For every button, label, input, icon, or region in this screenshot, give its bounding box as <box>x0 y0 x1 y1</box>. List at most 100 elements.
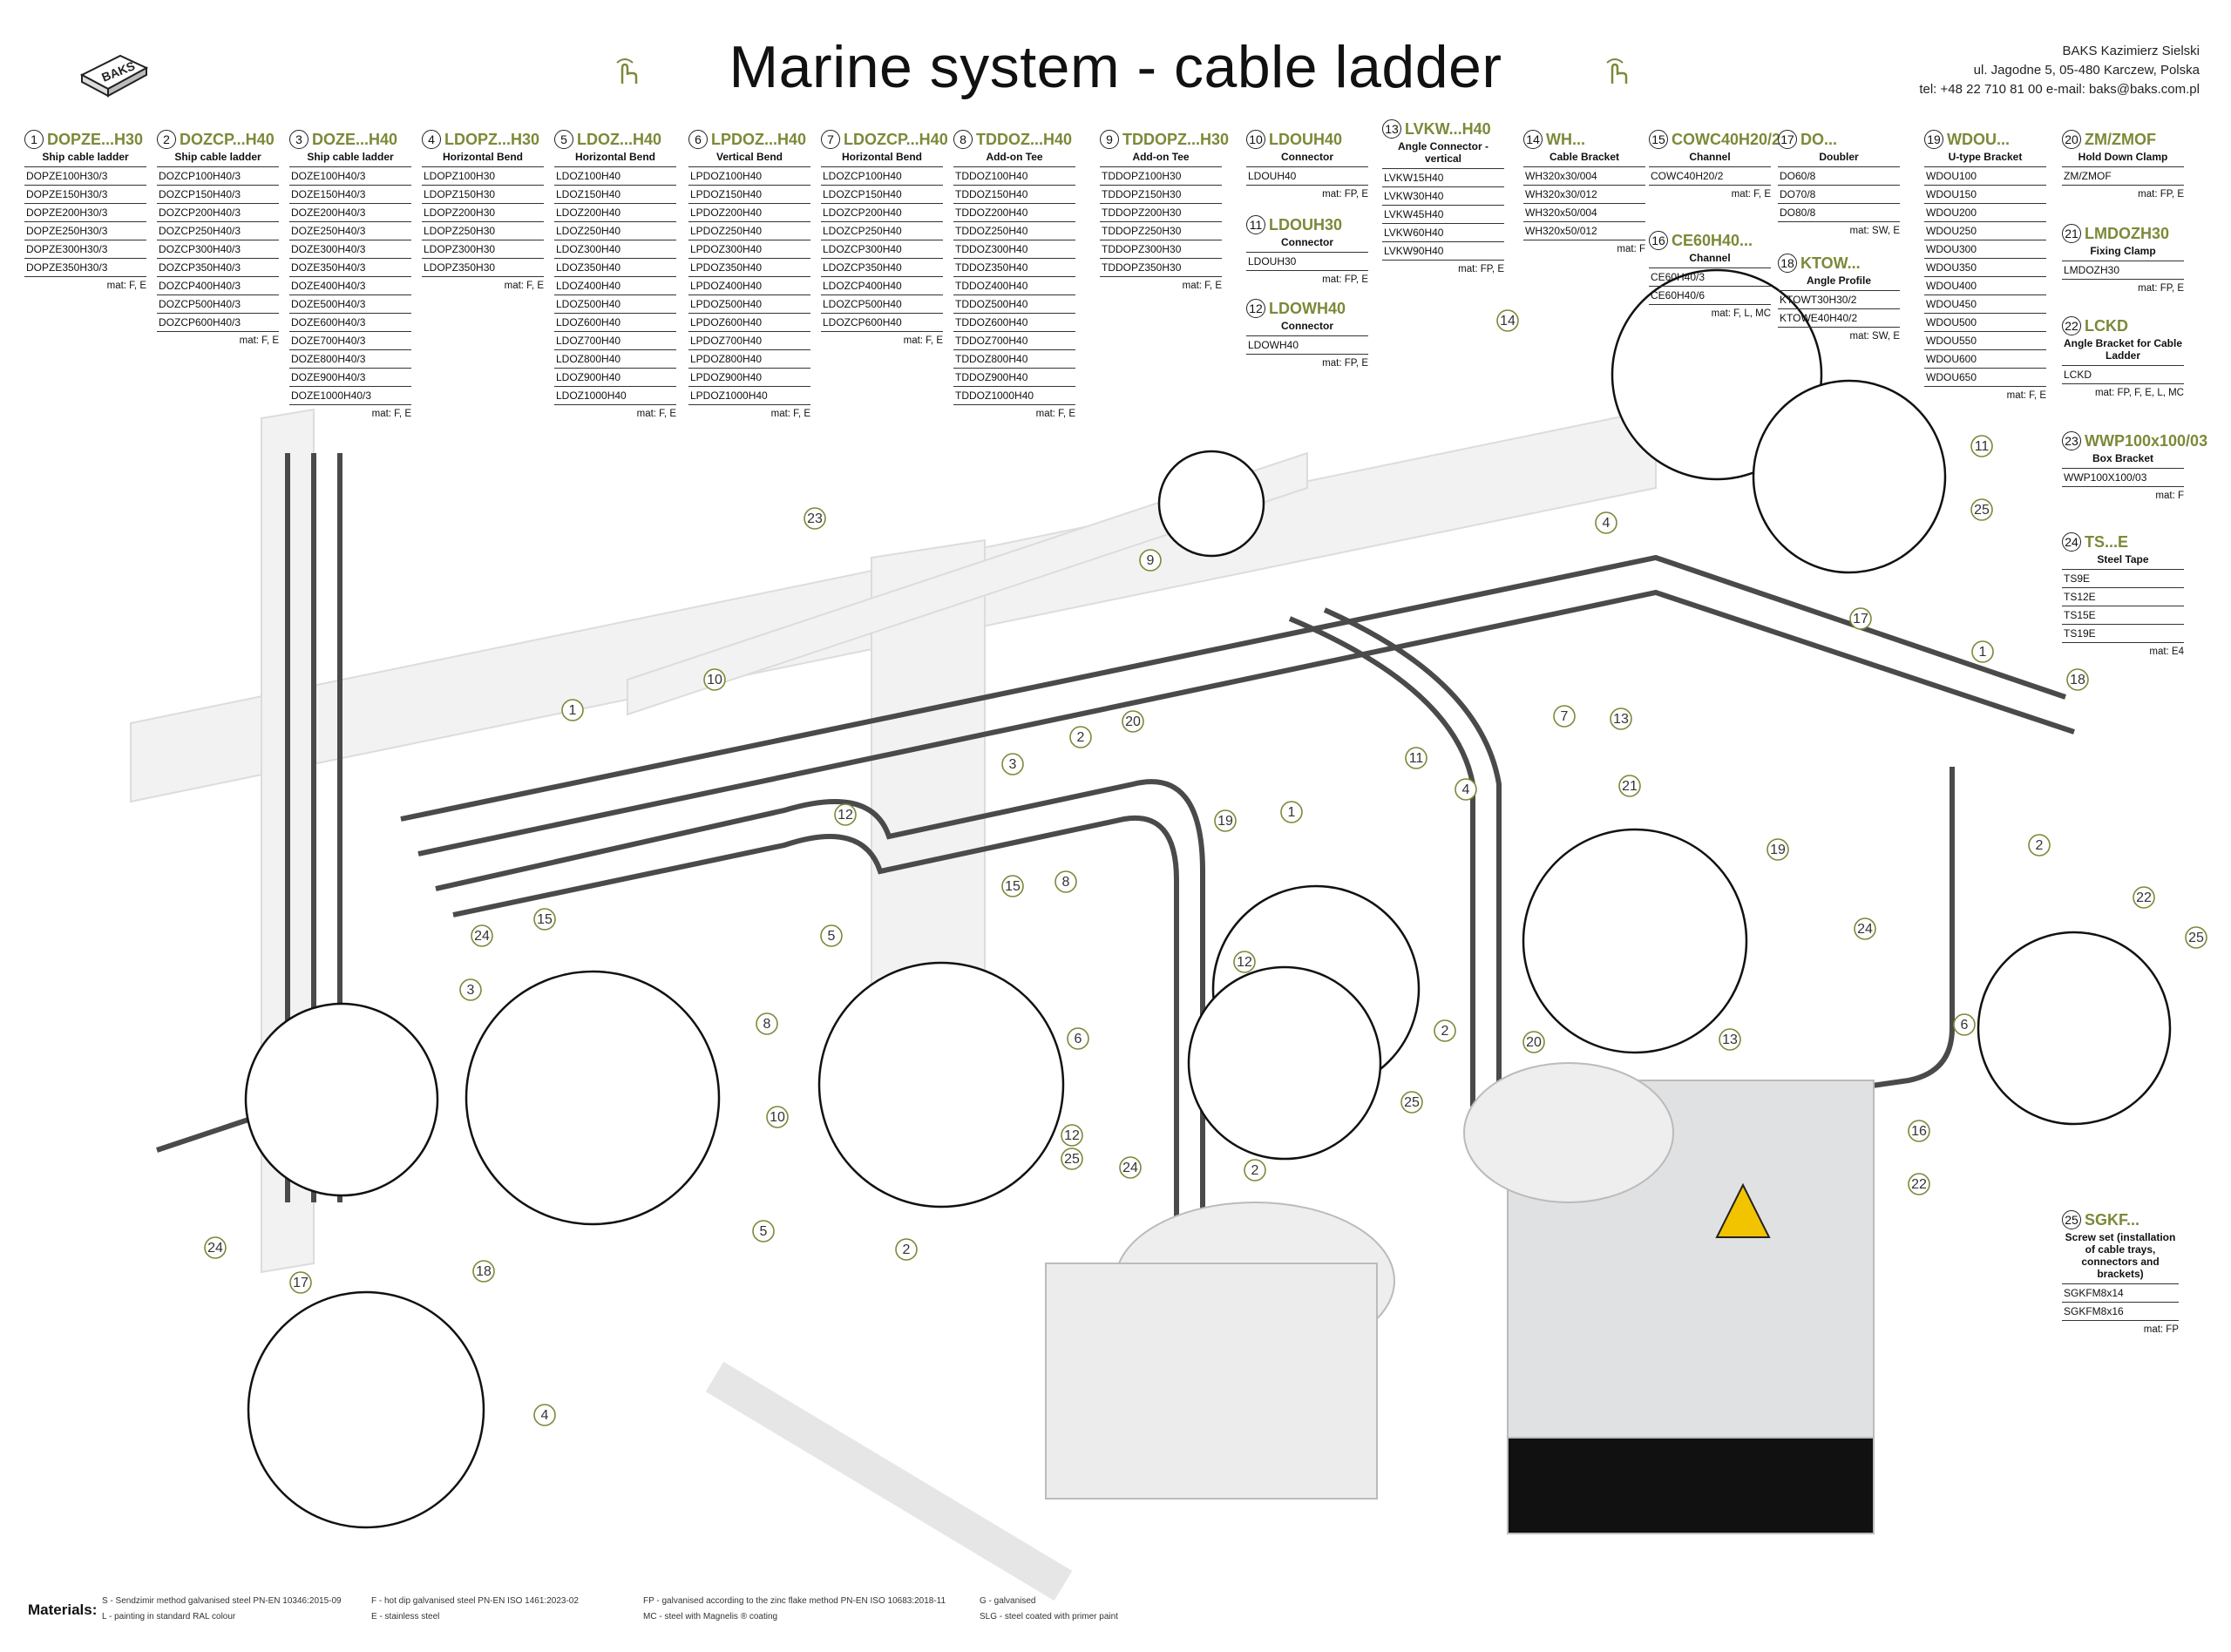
callout-circle <box>2028 834 2051 856</box>
product-item: DOZCP150H40/3 <box>157 185 279 203</box>
product-number: 16 <box>1649 231 1668 250</box>
callout-circle <box>204 1236 227 1259</box>
product-material: mat: FP, E <box>2062 279 2184 295</box>
product-item: WDOU200 <box>1924 203 2046 221</box>
callout-circle <box>752 1220 775 1242</box>
callout-label: 19 <box>1217 814 1233 829</box>
callout-label: 23 <box>807 511 823 526</box>
product-code: LDOZCP...H40 <box>844 130 948 148</box>
callout-label: 1 <box>569 703 577 718</box>
callout-circle <box>1908 1173 1930 1195</box>
product-name: U-type Bracket <box>1948 151 2023 163</box>
callout-circle <box>804 507 826 530</box>
product-item: KTOWE40H40/2 <box>1778 308 1900 327</box>
product-item: LDOZ200H40 <box>554 203 676 221</box>
callout-circle <box>1001 875 1024 897</box>
product-item: DOPZE250H30/3 <box>24 221 146 240</box>
product-material: mat: F, L, MC <box>1649 304 1771 320</box>
product-material: mat: F, E <box>1100 276 1222 292</box>
product-item: COWC40H20/2 <box>1649 166 1771 185</box>
product-item: LDOZCP600H40 <box>821 313 943 331</box>
product-name: Add-on Tee <box>986 151 1043 163</box>
product-name: Horizontal Bend <box>443 151 523 163</box>
product-name: Channel <box>1689 151 1731 163</box>
product-name: Connector <box>1281 151 1333 163</box>
equipment <box>705 1062 1875 1601</box>
callout-label: 5 <box>760 1224 768 1239</box>
product-item: DOZE500H40/3 <box>289 295 411 313</box>
product-name: Vertical Bend <box>715 151 783 163</box>
product-item: LPDOZ100H40 <box>688 166 810 185</box>
product-item: LMDOZH30 <box>2062 261 2184 279</box>
callout-circle <box>1139 549 1162 572</box>
callout-circle <box>2133 886 2155 909</box>
product-code: DOZCP...H40 <box>180 130 275 148</box>
callout-label: 15 <box>1005 879 1021 894</box>
product-item: WDOU650 <box>1924 368 2046 386</box>
product-item: WWP100X100/03 <box>2062 468 2184 486</box>
callout-label: 22 <box>2136 890 2152 905</box>
product-material: mat: F, E <box>821 331 943 347</box>
callout-label: 6 <box>1961 1018 1969 1032</box>
product-item: LPDOZ500H40 <box>688 295 810 313</box>
product-item: LDOZ250H40 <box>554 221 676 240</box>
product-item: LDOZ700H40 <box>554 331 676 349</box>
product-item: LDOZCP150H40 <box>821 185 943 203</box>
callout-circle <box>1455 778 1477 801</box>
detail-circle <box>244 1002 439 1197</box>
callout-label: 24 <box>474 929 490 944</box>
product-code: KTOW... <box>1800 254 1861 272</box>
product-number: 9 <box>1100 130 1119 149</box>
product-material: mat: F, E <box>953 404 1075 420</box>
product-number: 12 <box>1246 299 1265 318</box>
product-item: TDDOPZ250H30 <box>1100 221 1222 240</box>
callout-label: 15 <box>537 912 553 927</box>
callout-label: 2 <box>1077 730 1085 745</box>
product-code: DOZE...H40 <box>312 130 398 148</box>
product-item: TDDOZ400H40 <box>953 276 1075 295</box>
product-item: LVKW90H40 <box>1382 241 1504 260</box>
product-item: TDDOZ350H40 <box>953 258 1075 276</box>
detail-circle <box>1187 965 1382 1161</box>
product-item: CE60H40/6 <box>1649 286 1771 304</box>
product-item: TDDOPZ350H30 <box>1100 258 1222 276</box>
product-code: WDOU... <box>1947 130 2010 148</box>
callout-label: 25 <box>1404 1095 1420 1110</box>
product-material: mat: F, E <box>157 331 279 347</box>
product-number: 2 <box>157 130 176 149</box>
product-material: mat: SW, E <box>1778 221 1900 237</box>
product-number: 17 <box>1778 130 1797 149</box>
product-item: CE60H40/3 <box>1649 267 1771 286</box>
product-number: 18 <box>1778 254 1797 273</box>
material-entry: L - painting in standard RAL colour <box>102 1612 236 1622</box>
callout-circle <box>1595 511 1617 534</box>
callout-circle <box>820 924 843 947</box>
product-code: TDDOPZ...H30 <box>1122 130 1230 148</box>
product-name: Steel Tape <box>2097 553 2149 565</box>
product-name: Ship cable ladder <box>174 151 261 163</box>
product-name: Ship cable ladder <box>42 151 129 163</box>
product-material: mat: E4 <box>2062 642 2184 658</box>
product-item: TDDOZ500H40 <box>953 295 1075 313</box>
product-item: LPDOZ1000H40 <box>688 386 810 404</box>
product-item: LPDOZ300H40 <box>688 240 810 258</box>
callout-label: 8 <box>1062 875 1070 890</box>
product-material: mat: F, E <box>422 276 544 292</box>
callout-label: 22 <box>1911 1177 1927 1192</box>
callout-label: 3 <box>467 983 475 998</box>
product-number: 8 <box>953 130 973 149</box>
callout-circle <box>1405 747 1427 769</box>
